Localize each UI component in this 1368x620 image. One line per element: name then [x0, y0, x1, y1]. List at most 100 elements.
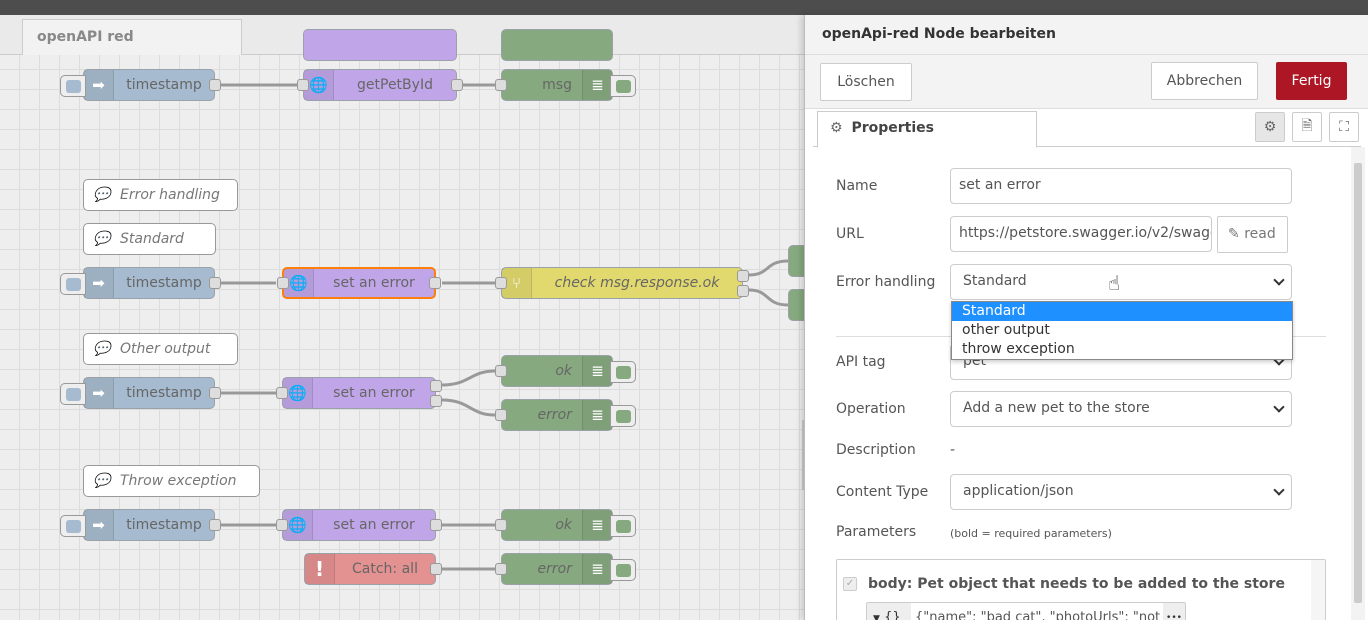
tab-properties[interactable]: ⚙ Properties: [817, 111, 1037, 148]
wire[interactable]: [441, 398, 496, 417]
input-port[interactable]: [495, 277, 507, 289]
input-port[interactable]: [495, 563, 507, 575]
output-port[interactable]: [451, 79, 463, 91]
comment-node[interactable]: 💬 Throw exception: [83, 465, 260, 497]
output-port[interactable]: [429, 277, 441, 289]
inject-trigger-button[interactable]: [60, 515, 86, 537]
partial-node[interactable]: [303, 29, 457, 61]
comment-node[interactable]: 💬 Standard: [83, 223, 216, 255]
parameters-box: ✓ body: Pet object that needs to be adde…: [836, 559, 1326, 620]
node-label: check msg.response.ok: [554, 275, 720, 291]
comment-node[interactable]: 💬 Error handling: [83, 179, 238, 211]
node-label: set an error: [333, 275, 415, 291]
globe-icon: 🌐: [283, 378, 313, 408]
node-label: msg: [542, 77, 572, 93]
debug-node[interactable]: msg ≣: [495, 69, 636, 101]
hand-cursor-icon: ☝: [1108, 271, 1121, 295]
node-label: timestamp: [126, 385, 202, 401]
input-port[interactable]: [495, 79, 507, 91]
properties-form: Name set an error URL https://petstore.s…: [815, 147, 1341, 620]
name-input[interactable]: set an error: [950, 168, 1292, 204]
output-port[interactable]: [430, 519, 442, 531]
input-port[interactable]: [276, 387, 288, 399]
input-port[interactable]: [277, 277, 289, 289]
node-label: timestamp: [126, 517, 202, 533]
description-tab-button[interactable]: 🗎: [1292, 112, 1322, 142]
input-port[interactable]: [495, 519, 507, 531]
scrollbar-thumb[interactable]: [1354, 163, 1362, 603]
input-port[interactable]: [495, 365, 507, 377]
debug-node[interactable]: ok ≣: [495, 509, 636, 541]
debug-toggle-button[interactable]: [610, 361, 636, 383]
delete-button[interactable]: Löschen: [820, 63, 912, 101]
partial-node[interactable]: [501, 29, 613, 61]
edit-icon: ✎: [1228, 226, 1240, 242]
json-more-button[interactable]: •••: [1163, 603, 1185, 620]
output-port[interactable]: [430, 380, 442, 392]
form-scrollbar[interactable]: [1351, 147, 1365, 620]
partial-debug-node[interactable]: [788, 289, 808, 321]
output-port[interactable]: [209, 79, 221, 91]
node-editor-tray: openApi-red Node bearbeiten Löschen Abbr…: [804, 15, 1368, 620]
option-standard[interactable]: Standard: [952, 302, 1292, 321]
content-type-select[interactable]: application/json: [950, 474, 1292, 510]
input-port[interactable]: [495, 409, 507, 421]
output-port[interactable]: [209, 387, 221, 399]
output-port[interactable]: [430, 395, 442, 407]
json-expand-toggle[interactable]: ▼ {}: [867, 603, 911, 620]
switch-icon: ⑂: [502, 268, 532, 298]
debug-node[interactable]: error ≣: [495, 399, 636, 431]
body-required-checkbox[interactable]: ✓: [843, 577, 857, 591]
error-handling-select[interactable]: Standard: [950, 264, 1292, 300]
inject-node[interactable]: ➡ timestamp: [60, 377, 221, 409]
debug-toggle-button[interactable]: [610, 515, 636, 537]
body-param-label: body: Pet object that needs to be added …: [868, 576, 1285, 592]
wire[interactable]: [748, 259, 789, 277]
partial-debug-node[interactable]: [788, 245, 808, 277]
output-port[interactable]: [737, 270, 749, 282]
inject-trigger-button[interactable]: [60, 273, 86, 295]
openapi-node[interactable]: 🌐 getPetById: [297, 69, 463, 101]
debug-toggle-button[interactable]: [610, 75, 636, 97]
settings-tab-button[interactable]: ⚙: [1255, 112, 1285, 142]
output-port[interactable]: [209, 277, 221, 289]
wire[interactable]: [748, 288, 789, 307]
debug-node[interactable]: ok ≣: [495, 355, 636, 387]
done-button[interactable]: Fertig: [1276, 62, 1347, 100]
read-button[interactable]: ✎ read: [1217, 216, 1288, 253]
top-bar: [0, 0, 1368, 15]
inject-node[interactable]: ➡ timestamp: [60, 69, 221, 101]
comment-node[interactable]: 💬 Other output: [83, 333, 238, 365]
arrow-right-icon: ➡: [84, 378, 114, 408]
inject-trigger-button[interactable]: [60, 75, 86, 97]
wire[interactable]: [441, 369, 496, 387]
openapi-node-selected[interactable]: 🌐 set an error: [277, 267, 441, 299]
url-input[interactable]: https://petstore.swagger.io/v2/swagger.j…: [950, 216, 1212, 252]
input-port[interactable]: [297, 79, 309, 91]
output-port[interactable]: [430, 563, 442, 575]
switch-node[interactable]: ⑂ check msg.response.ok: [495, 267, 749, 299]
url-label: URL: [836, 226, 864, 242]
content-type-label: Content Type: [836, 484, 929, 500]
flow-tab[interactable]: openAPI red: [22, 19, 242, 56]
input-port[interactable]: [276, 519, 288, 531]
openapi-node[interactable]: 🌐 set an error: [276, 509, 442, 541]
option-other-output[interactable]: other output: [962, 322, 1050, 338]
output-port[interactable]: [737, 285, 749, 297]
inject-node[interactable]: ➡ timestamp: [60, 509, 221, 541]
params-scrollbar[interactable]: [1311, 560, 1325, 620]
output-port[interactable]: [209, 519, 221, 531]
body-json-input[interactable]: ▼ {} {"name": "bad cat", "photoUrls": "n…: [866, 602, 1186, 620]
openapi-node[interactable]: 🌐 set an error: [276, 377, 442, 409]
operation-select[interactable]: Add a new pet to the store: [950, 391, 1292, 427]
inject-node[interactable]: ➡ timestamp: [60, 267, 221, 299]
debug-toggle-button[interactable]: [610, 405, 636, 427]
cancel-button[interactable]: Abbrechen: [1151, 62, 1258, 100]
debug-toggle-button[interactable]: [610, 559, 636, 581]
inject-trigger-button[interactable]: [60, 383, 86, 405]
option-throw-exception[interactable]: throw exception: [962, 341, 1075, 357]
flow-canvas[interactable]: ➡ timestamp 🌐 getPetById msg ≣ 💬 Error h…: [0, 29, 808, 620]
catch-node[interactable]: ! Catch: all: [304, 553, 442, 585]
debug-node[interactable]: error ≣: [495, 553, 636, 585]
appearance-tab-button[interactable]: ⛶: [1329, 112, 1359, 142]
